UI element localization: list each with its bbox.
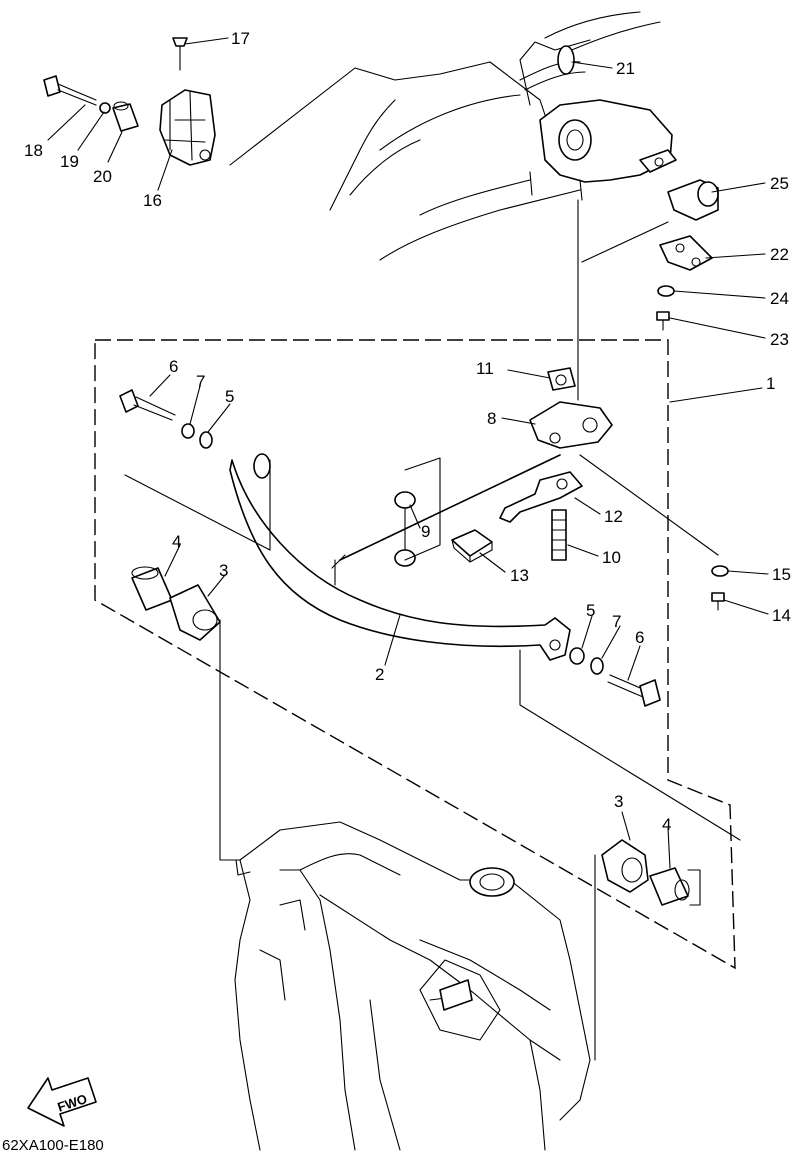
callout-23: 23 — [770, 330, 789, 349]
nut-11 — [547, 367, 576, 391]
stud-10 — [551, 509, 567, 561]
screw-14 — [711, 592, 725, 611]
washer-19 — [99, 102, 111, 114]
callout-13: 13 — [510, 566, 529, 585]
grommet-25 — [667, 179, 719, 221]
lower-mount-bracket — [234, 821, 591, 1151]
plate-8 — [529, 401, 613, 449]
callout-3-upper: 3 — [219, 561, 228, 580]
lever-12 — [499, 471, 583, 523]
callout-17: 17 — [231, 29, 250, 48]
collar-20 — [112, 101, 139, 132]
callout-20: 20 — [93, 167, 112, 186]
washer-7-upper — [181, 423, 195, 439]
callout-9: 9 — [421, 522, 430, 541]
callout-1: 1 — [766, 374, 775, 393]
bushing-3-upper — [169, 584, 221, 641]
callout-labels: 17 21 18 19 20 16 25 22 24 23 1 11 6 7 5… — [24, 29, 791, 834]
washer-7-lower — [590, 657, 604, 675]
callout-6-upper: 6 — [169, 357, 178, 376]
callout-14: 14 — [772, 606, 791, 625]
washer-15 — [711, 565, 729, 577]
callout-8: 8 — [487, 409, 496, 428]
callout-2: 2 — [375, 665, 384, 684]
upper-mount-bracket — [529, 99, 677, 201]
callout-22: 22 — [770, 245, 789, 264]
wire-clamp-21 — [519, 45, 586, 91]
callout-4-upper: 4 — [172, 532, 181, 551]
plate-22 — [659, 235, 713, 271]
washer-5-lower — [569, 647, 585, 665]
callout-7-upper: 7 — [196, 372, 205, 391]
bolt-18 — [43, 75, 97, 106]
callout-12: 12 — [604, 507, 623, 526]
callout-18: 18 — [24, 141, 43, 160]
link-arm-2 — [229, 453, 571, 661]
washer-24 — [657, 285, 675, 297]
throttle-rod — [339, 454, 561, 561]
bolt-6-lower — [607, 674, 661, 707]
callout-25: 25 — [770, 174, 789, 193]
callout-16: 16 — [143, 191, 162, 210]
block-13 — [451, 529, 493, 563]
callout-leaders — [47, 37, 769, 869]
callout-7-lower: 7 — [612, 612, 621, 631]
callout-3-lower: 3 — [614, 792, 623, 811]
callout-4-lower: 4 — [662, 815, 671, 834]
screw-23 — [656, 311, 670, 331]
callout-5-upper: 5 — [225, 387, 234, 406]
fwd-arrow-icon: FWO — [27, 1077, 97, 1127]
part-16-clamp — [159, 89, 216, 166]
callout-6-lower: 6 — [635, 628, 644, 647]
screw-17 — [172, 37, 188, 71]
bolt-6-upper — [119, 389, 176, 421]
grommet-9 — [394, 457, 441, 567]
callout-21: 21 — [616, 59, 635, 78]
diagram-code: 62XA100-E180 — [2, 1137, 104, 1153]
callout-19: 19 — [60, 152, 79, 171]
callout-10: 10 — [602, 548, 621, 567]
callout-15: 15 — [772, 565, 791, 584]
assembly-box-1 — [94, 339, 736, 970]
callout-5-lower: 5 — [586, 601, 595, 620]
collar-4-lower — [649, 867, 690, 906]
washer-5-upper — [199, 431, 213, 449]
bushing-3-lower — [601, 839, 649, 893]
callout-11: 11 — [476, 359, 494, 378]
engine-cowling-outline — [229, 11, 661, 261]
callout-24: 24 — [770, 289, 789, 308]
